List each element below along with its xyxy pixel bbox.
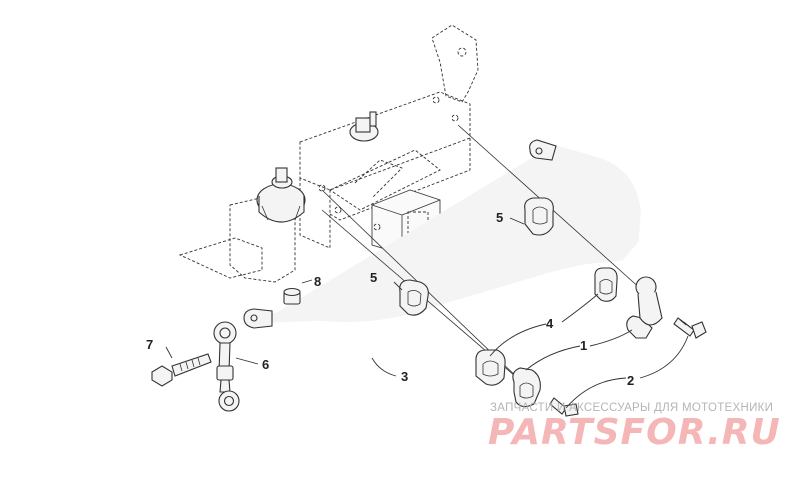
engine-mount-right (349, 111, 379, 142)
stabilizer-end-link (213, 321, 240, 412)
callout-2: 2 (627, 373, 634, 388)
callout-4: 4 (546, 316, 554, 331)
callout-5-upper: 5 (496, 210, 503, 225)
bushing-clamp-left (512, 367, 541, 408)
watermark-logo: PARTSFOR.RU (488, 412, 781, 453)
bushing-4-lower (475, 349, 506, 386)
callout-5-middle: 5 (370, 270, 377, 285)
callout-1: 1 (580, 338, 587, 353)
callout-6: 6 (262, 357, 269, 372)
watermark-tagline: ЗАПЧАСТИ И АКСЕССУАРЫ ДЛЯ МОТОТЕХНИКИ (490, 402, 774, 414)
callout-3: 3 (401, 369, 408, 384)
bushing-upper (524, 197, 554, 236)
bushing-clamp-right (626, 276, 663, 339)
end-link-bolt (151, 353, 212, 387)
bushing-middle (399, 279, 429, 316)
callout-8: 8 (314, 274, 321, 289)
front-frame-assembly (178, 24, 479, 283)
leader-lines (165, 217, 689, 409)
spacer-nut (283, 287, 301, 305)
bushing-4-upper (594, 267, 618, 302)
engine-mount-left (256, 167, 306, 223)
flange-bolt-left (549, 397, 579, 417)
callout-7: 7 (146, 337, 153, 352)
flange-bolt-right (673, 317, 707, 339)
stabilizer-bar (243, 139, 641, 329)
